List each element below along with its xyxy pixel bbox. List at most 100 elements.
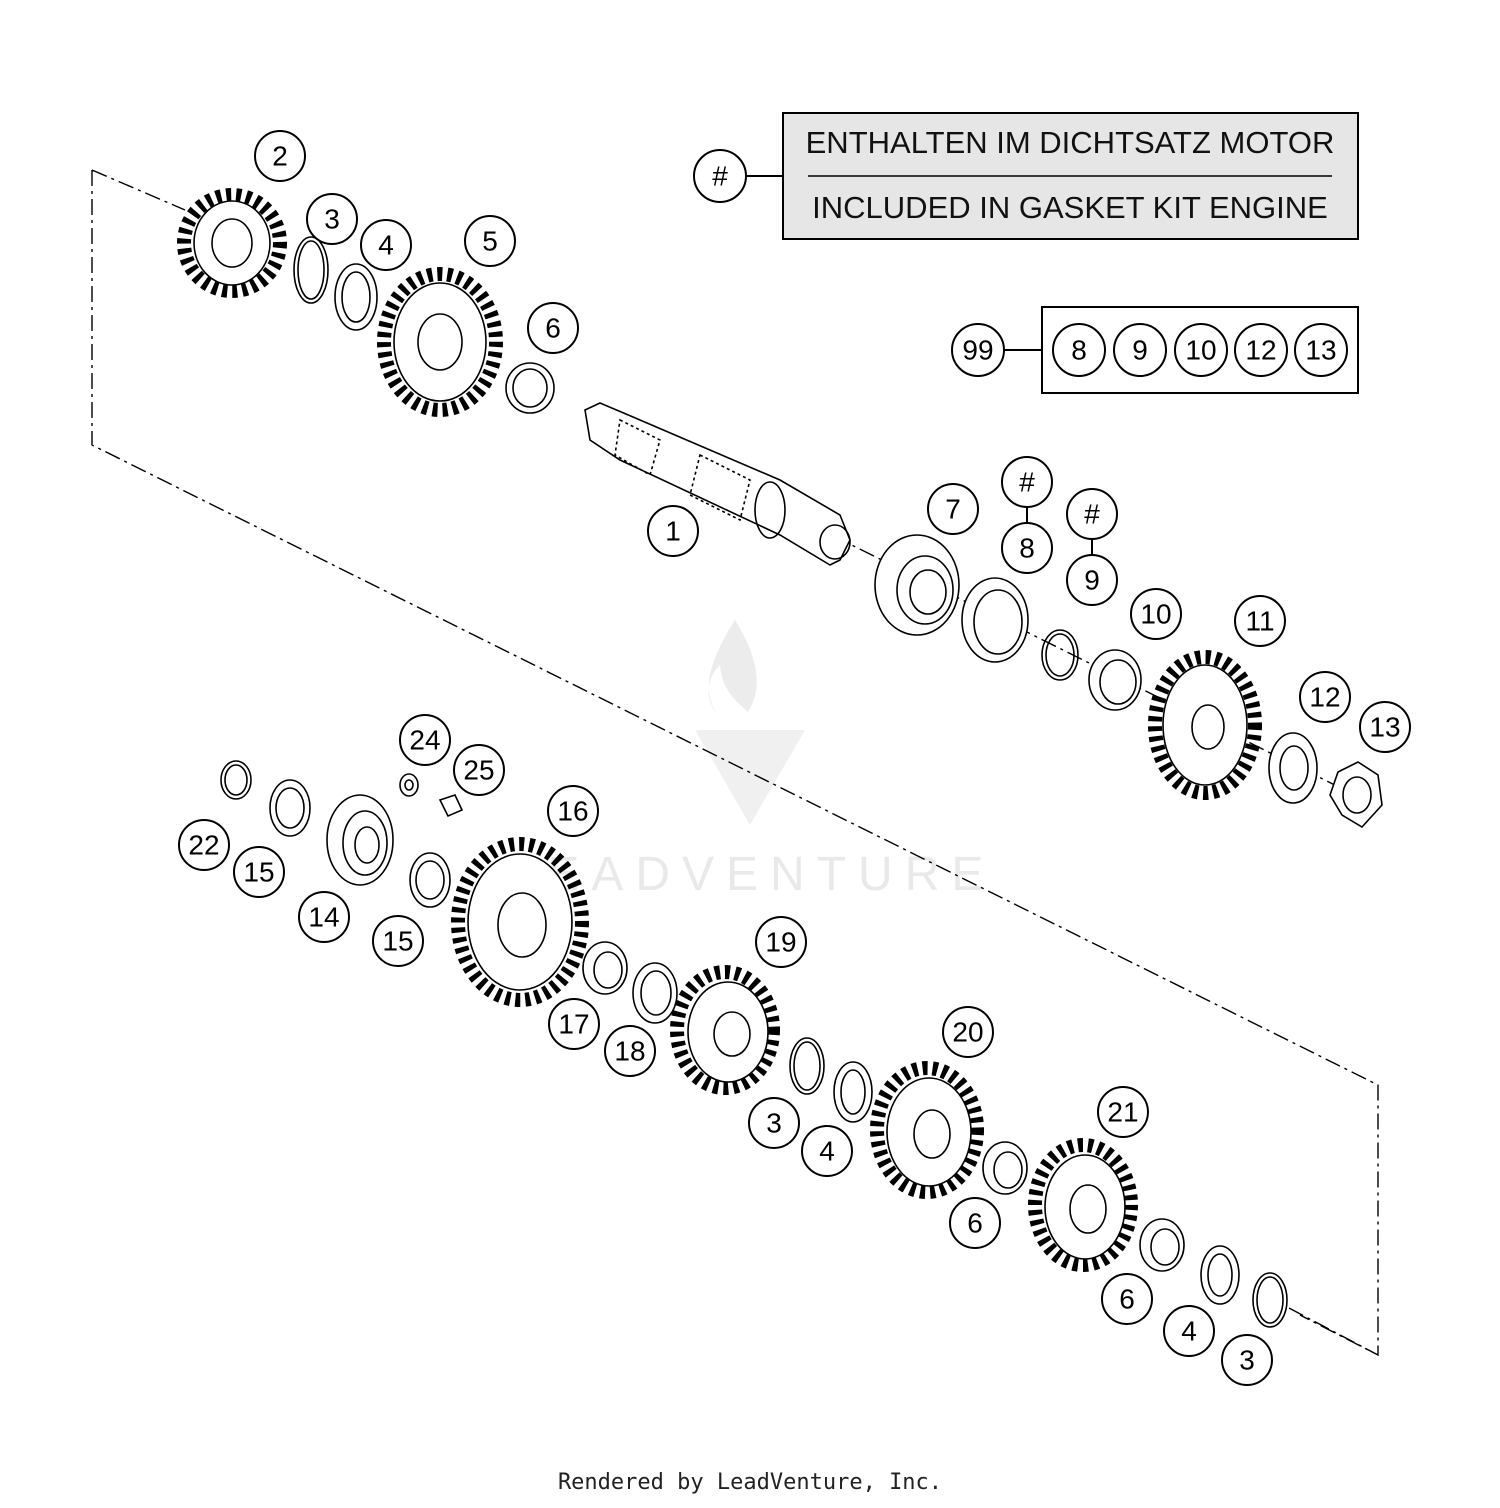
kit-item: 9: [1132, 335, 1148, 366]
svg-text:21: 21: [1107, 1097, 1138, 1128]
callout-16[interactable]: 16: [547, 785, 599, 837]
part-washer-24[interactable]: [399, 773, 419, 797]
svg-text:16: 16: [557, 796, 588, 827]
callout-5[interactable]: 5: [464, 215, 516, 267]
part-bushing-6-lower[interactable]: [1139, 1218, 1185, 1272]
kit-label-circle[interactable]: [951, 323, 1005, 377]
svg-text:15: 15: [243, 857, 274, 888]
part-screw-25[interactable]: [438, 794, 464, 818]
footer-credit: Rendered by LeadVenture, Inc.: [557, 1470, 943, 1495]
kit-item-circle[interactable]: [1113, 323, 1167, 377]
part-lock-washer-12[interactable]: [1268, 732, 1318, 804]
svg-text:2: 2: [272, 141, 288, 172]
callout-15[interactable]: 15: [233, 846, 285, 898]
svg-text:14: 14: [308, 902, 339, 933]
assembly-outline: [91, 169, 1379, 1357]
callout-6[interactable]: 6: [527, 302, 579, 354]
callout-hash-9[interactable]: #: [1066, 488, 1118, 540]
callout-24[interactable]: 24: [399, 714, 451, 766]
callout-15[interactable]: 15: [372, 915, 424, 967]
part-sprocket-11[interactable]: [1148, 650, 1262, 800]
svg-text:12: 12: [1309, 682, 1340, 713]
callout-4[interactable]: 4: [360, 219, 412, 271]
part-washer-15-right[interactable]: [409, 852, 451, 908]
part-circlip-22[interactable]: [220, 760, 252, 800]
svg-text:20: 20: [952, 1017, 983, 1048]
callout-2[interactable]: 2: [254, 130, 306, 182]
callout-3[interactable]: 3: [748, 1097, 800, 1149]
callout-1[interactable]: 1: [647, 505, 699, 557]
part-bushing-6-middle[interactable]: [982, 1141, 1028, 1195]
callout-9[interactable]: 9: [1066, 554, 1118, 606]
svg-text:25: 25: [463, 755, 494, 786]
part-main-shaft-1[interactable]: [584, 402, 851, 566]
callout-4[interactable]: 4: [1163, 1305, 1215, 1357]
callout-14[interactable]: 14: [298, 891, 350, 943]
kit-item: 13: [1305, 335, 1336, 366]
svg-text:3: 3: [324, 204, 340, 235]
callout-6[interactable]: 6: [1101, 1273, 1153, 1325]
part-washer-15-left[interactable]: [269, 779, 311, 837]
svg-text:17: 17: [558, 1009, 589, 1040]
svg-text:6: 6: [967, 1208, 983, 1239]
callout-11[interactable]: 11: [1234, 595, 1286, 647]
part-gear-16[interactable]: [451, 837, 589, 1007]
legend-line-en: INCLUDED IN GASKET KIT ENGINE: [812, 190, 1328, 225]
part-nut-13[interactable]: [1329, 761, 1383, 829]
part-spacer-10[interactable]: [1088, 649, 1142, 711]
kit-item-circle[interactable]: [1234, 323, 1288, 377]
callout-18[interactable]: 18: [604, 1025, 656, 1077]
callout-4[interactable]: 4: [801, 1125, 853, 1177]
part-bearing-14[interactable]: [326, 794, 394, 886]
kit-item-circle[interactable]: [1174, 323, 1228, 377]
callout-22[interactable]: 22: [178, 819, 230, 871]
kit-item-circle[interactable]: [1294, 323, 1348, 377]
watermark-text: LEADVENTURE: [509, 848, 996, 901]
callout-17[interactable]: 17: [548, 998, 600, 1050]
callout-3[interactable]: 3: [306, 193, 358, 245]
callout-8[interactable]: 8: [1001, 522, 1053, 574]
part-needle-bearing-17[interactable]: [582, 941, 628, 995]
part-washer-4-upper[interactable]: [334, 263, 378, 331]
callout-19[interactable]: 19: [755, 916, 807, 968]
callout-21[interactable]: 21: [1097, 1086, 1149, 1138]
callout-6[interactable]: 6: [949, 1197, 1001, 1249]
part-washer-4-lower[interactable]: [1200, 1245, 1240, 1305]
callout-20[interactable]: 20: [942, 1006, 994, 1058]
svg-text:6: 6: [545, 313, 561, 344]
svg-text:#: #: [1084, 499, 1100, 530]
svg-text:24: 24: [409, 725, 440, 756]
callout-7[interactable]: 7: [927, 483, 979, 535]
part-gear-20[interactable]: [870, 1061, 984, 1199]
callout-12[interactable]: 12: [1299, 671, 1351, 723]
callout-25[interactable]: 25: [453, 744, 505, 796]
svg-text:11: 11: [1245, 606, 1274, 637]
part-seal-8[interactable]: [961, 577, 1029, 663]
svg-text:8: 8: [1019, 533, 1035, 564]
callouts: 2 3 4 5 6 1 7 # 8 # 9 10 11 12 13 24 25 …: [178, 130, 1411, 1386]
legend-symbol-circle: [693, 149, 747, 203]
part-bearing-7[interactable]: [874, 534, 960, 636]
part-oring-9[interactable]: [1041, 629, 1079, 681]
part-gear-2[interactable]: [177, 188, 287, 298]
part-washer-18[interactable]: [632, 962, 678, 1024]
part-gear-19[interactable]: [670, 965, 780, 1095]
part-washer-4-middle[interactable]: [833, 1061, 873, 1123]
callout-3[interactable]: 3: [1221, 1334, 1273, 1386]
part-gear-21[interactable]: [1028, 1138, 1138, 1272]
part-gear-5[interactable]: [377, 267, 503, 417]
kit-item-circle[interactable]: [1052, 323, 1106, 377]
svg-text:18: 18: [614, 1036, 645, 1067]
callout-hash-8[interactable]: #: [1001, 456, 1053, 508]
kit-item: 10: [1185, 335, 1216, 366]
svg-text:3: 3: [766, 1108, 782, 1139]
svg-text:1: 1: [665, 516, 681, 547]
part-circlip-3-lower[interactable]: [1252, 1272, 1288, 1328]
callout-10[interactable]: 10: [1130, 588, 1182, 640]
part-circlip-3-middle[interactable]: [789, 1037, 825, 1095]
callout-13[interactable]: 13: [1359, 701, 1411, 753]
part-bushing-6-upper[interactable]: [505, 362, 555, 414]
part-circlip-3-upper[interactable]: [293, 236, 329, 304]
svg-text:7: 7: [945, 494, 961, 525]
